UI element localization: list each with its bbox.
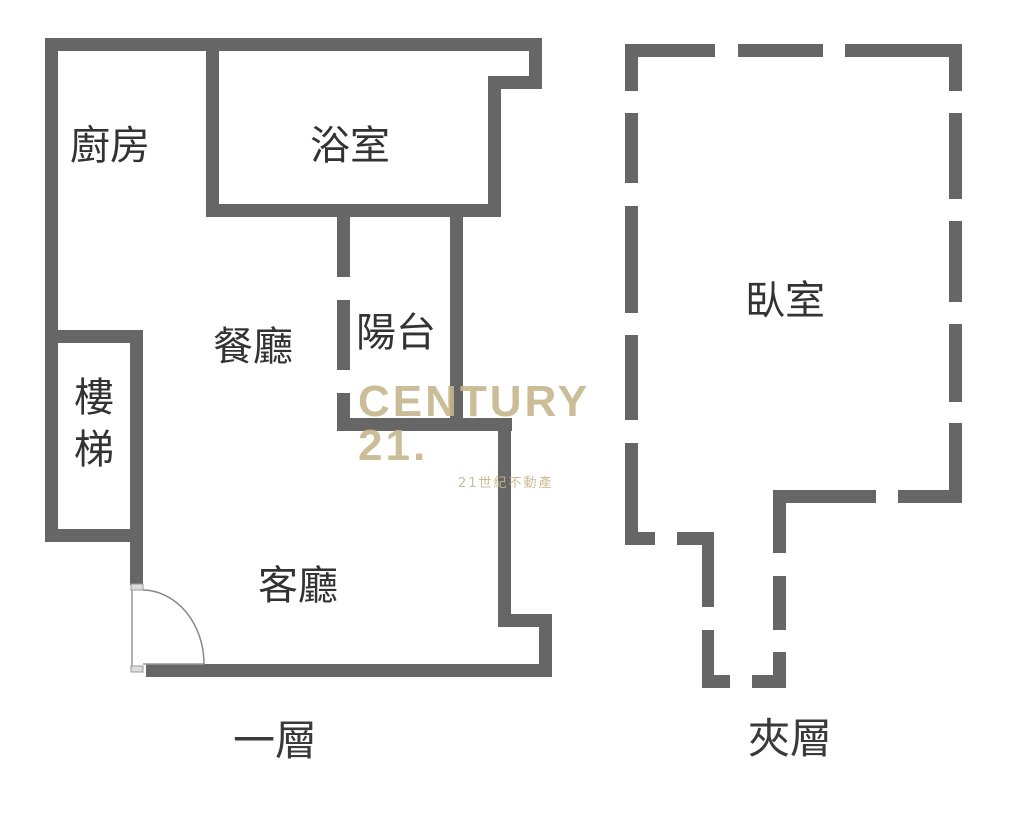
wall	[450, 216, 463, 421]
wall-dashed	[625, 44, 638, 91]
wall	[337, 216, 350, 277]
wall-dashed	[773, 490, 786, 553]
wall	[488, 76, 501, 217]
room-label-bedroom: 臥室	[745, 278, 825, 324]
room-label-stairs: 樓梯	[67, 376, 113, 480]
wall	[337, 418, 512, 431]
wall-dashed	[752, 675, 786, 688]
wall-dashed	[949, 324, 962, 402]
watermark-brand: CENTURY 21.	[358, 377, 590, 470]
wall-dashed	[702, 532, 714, 607]
wall	[146, 664, 552, 677]
wall-dashed	[773, 490, 876, 503]
wall	[539, 614, 552, 677]
wall-dashed	[845, 44, 962, 57]
wall	[206, 204, 501, 217]
wall	[206, 38, 219, 217]
wall	[488, 76, 542, 89]
floor-label-mezzanine: 夾層	[748, 714, 833, 763]
wall-dashed	[949, 44, 962, 91]
wall	[337, 300, 350, 370]
room-label-living: 客廳	[258, 563, 338, 609]
watermark-subtitle: 21世紀不動產	[458, 476, 554, 491]
wall-dashed	[702, 675, 730, 688]
wall-dashed	[625, 113, 638, 183]
wall-dashed	[773, 576, 786, 630]
wall	[45, 330, 143, 343]
wall-dashed	[898, 490, 962, 503]
wall-dashed	[625, 206, 638, 313]
room-label-dining: 餐廳	[213, 324, 293, 370]
wall-dashed	[949, 221, 962, 302]
room-label-bathroom: 浴室	[310, 123, 390, 169]
wall-dashed	[738, 44, 823, 57]
wall	[130, 330, 143, 585]
wall-dashed	[625, 335, 638, 420]
door-swing-icon	[130, 583, 205, 673]
wall	[45, 38, 542, 51]
century21-watermark: CENTURY 21. 21世紀不動產	[358, 377, 668, 492]
room-label-kitchen: 廚房	[70, 123, 150, 169]
room-label-balcony: 陽台	[356, 310, 436, 356]
wall	[498, 614, 552, 627]
wall	[45, 529, 143, 542]
wall-dashed	[625, 532, 655, 545]
wall-dashed	[949, 113, 962, 199]
wall	[45, 38, 58, 542]
wall-dashed	[949, 423, 962, 503]
wall-dashed	[625, 44, 715, 57]
floor-label-first: 一層	[233, 716, 318, 765]
wall-dashed	[702, 630, 714, 688]
wall	[498, 418, 511, 626]
wall-dashed	[625, 443, 638, 545]
